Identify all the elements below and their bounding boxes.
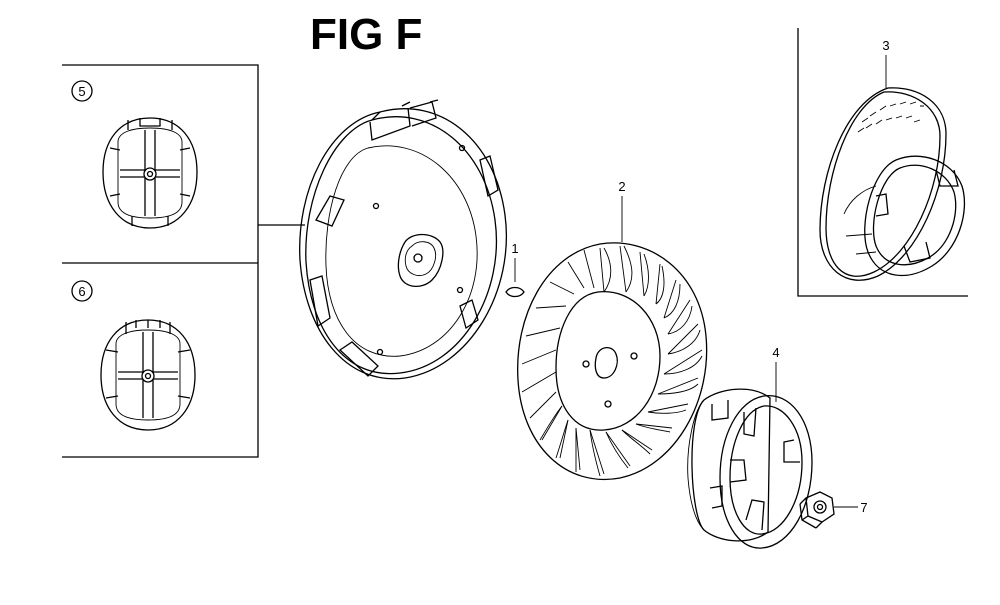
part-6-pulley-variant xyxy=(100,319,196,431)
callout-3-label: 3 xyxy=(882,38,889,53)
callout-5-label: 5 xyxy=(78,84,85,99)
part-7-nut: 7 xyxy=(799,491,868,529)
callout-4-label: 4 xyxy=(772,345,779,360)
part-3-starter-cup: 3 xyxy=(819,38,966,281)
figure-title: FIG F xyxy=(310,10,423,59)
callout-6-label: 6 xyxy=(78,284,85,299)
part-4-starter-cup: 4 xyxy=(687,345,813,549)
part-5-pulley-variant xyxy=(102,117,198,229)
inset-box-left xyxy=(62,64,305,458)
callout-5: 5 xyxy=(71,80,93,102)
callout-2-label: 2 xyxy=(618,179,625,194)
callout-7-label: 7 xyxy=(860,500,867,515)
part-2-cooling-fan: 2 xyxy=(517,179,708,481)
callout-1-label: 1 xyxy=(511,241,518,256)
inset-box-right xyxy=(797,28,968,297)
part-1-key: 1 xyxy=(505,241,525,298)
flywheel xyxy=(299,99,507,380)
callout-6: 6 xyxy=(71,280,93,302)
